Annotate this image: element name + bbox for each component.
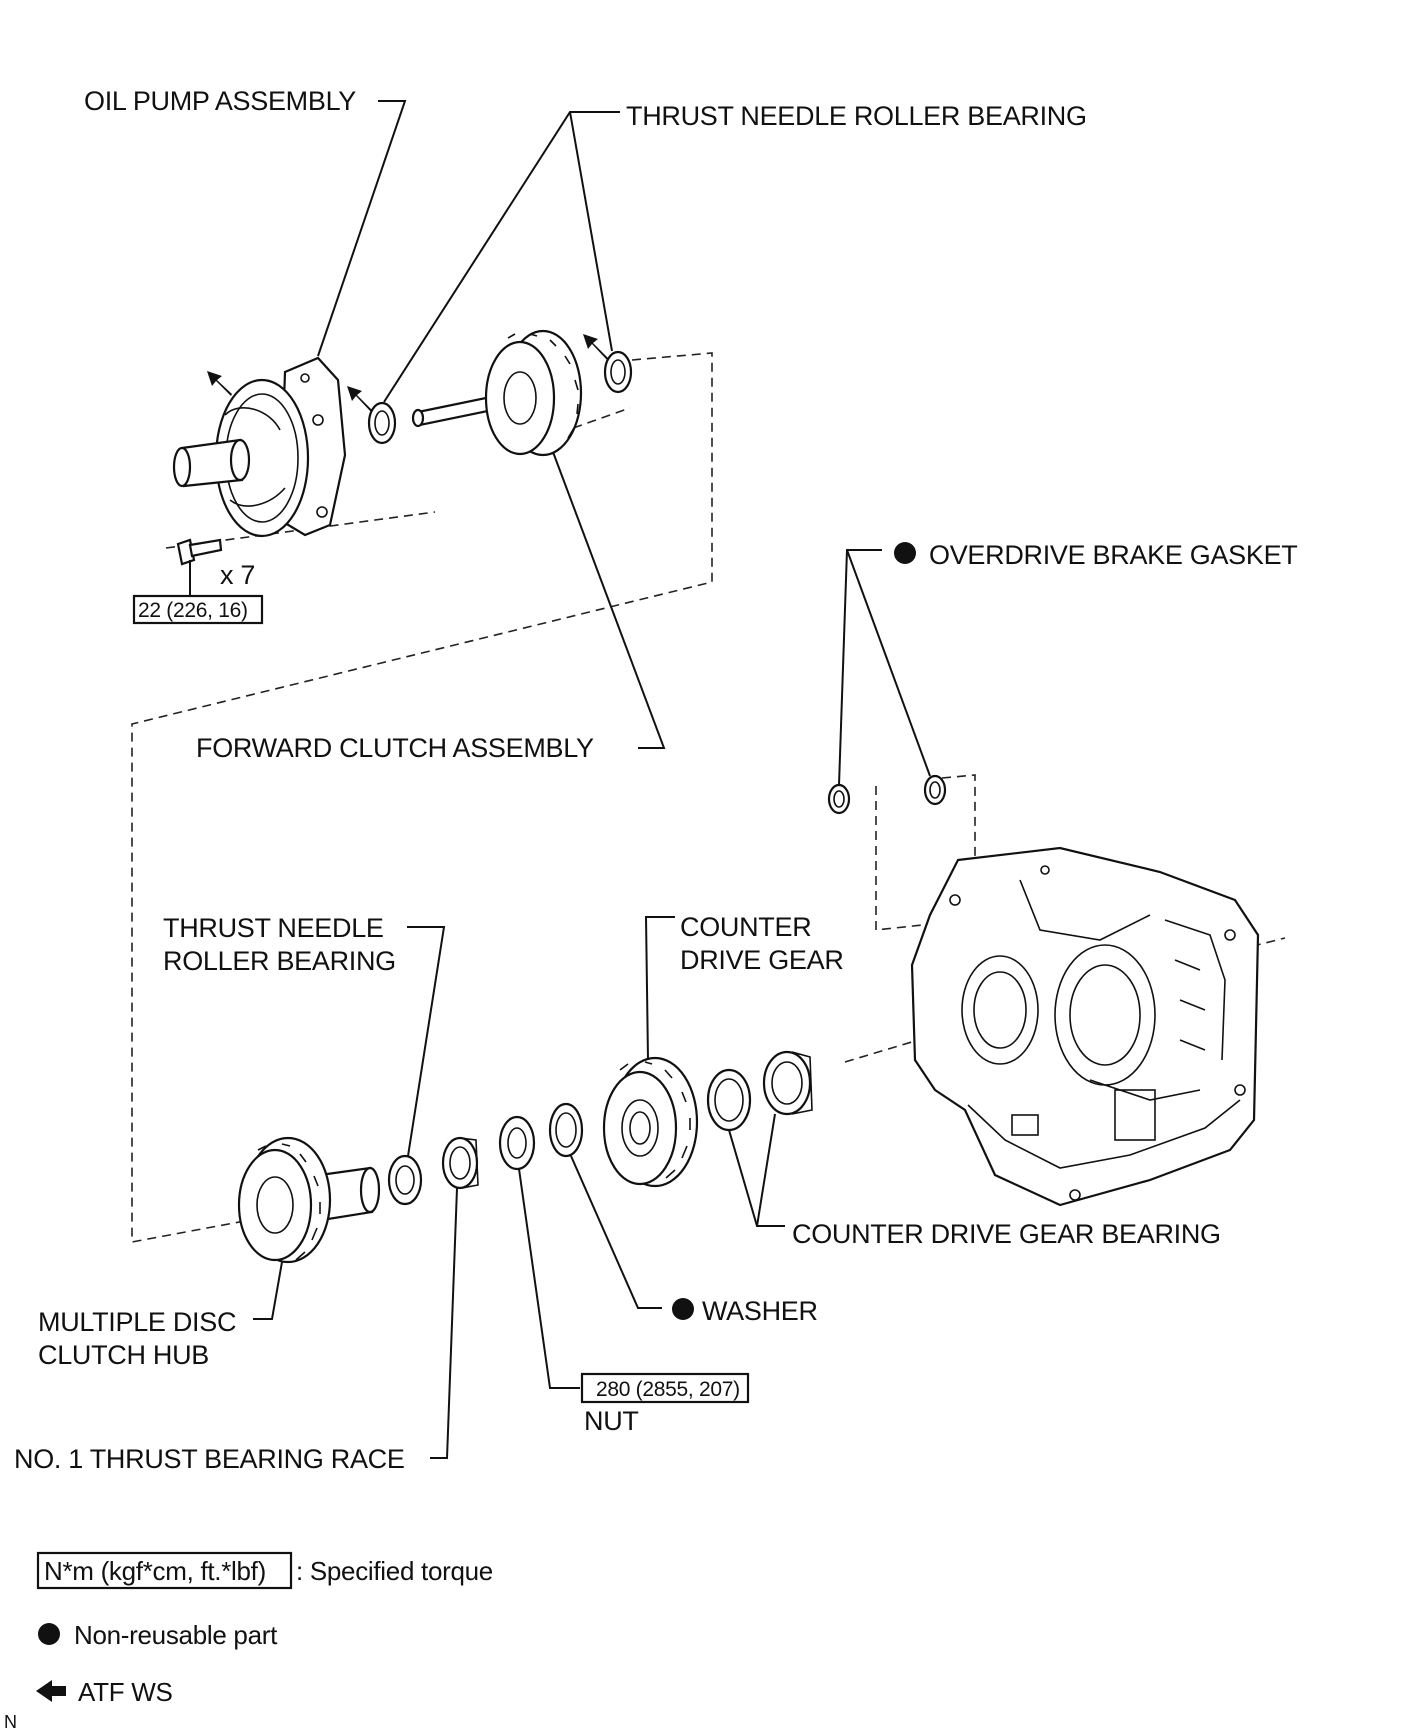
label-washer: WASHER (702, 1296, 818, 1326)
legend-atf-arrow-icon (36, 1680, 66, 1702)
non-reusable-dot-washer (672, 1298, 694, 1320)
non-reusable-dot-gasket (894, 542, 916, 564)
leader-lines (189, 100, 931, 1459)
torque-value-pump-bolt: 22 (226, 16) (138, 599, 248, 622)
overdrive-brake-gasket-1 (827, 783, 851, 815)
legend-atf: ATF WS (36, 1677, 173, 1707)
legend-non-reusable-dot (38, 1623, 60, 1645)
label-multiple-disc-line2: CLUTCH HUB (38, 1340, 209, 1370)
atf-arrow-bearing-1 (347, 386, 372, 412)
label-multiple-disc-line1: MULTIPLE DISC (38, 1307, 236, 1337)
label-bolt-count: x 7 (220, 560, 255, 590)
label-counter-drive-gear-bearing: COUNTER DRIVE GEAR BEARING (792, 1219, 1221, 1249)
forward-clutch-assembly (411, 329, 583, 457)
torque-box-pump-bolt: 22 (226, 16) (132, 594, 264, 625)
thrust-needle-roller-bearing-top-1 (367, 401, 397, 445)
torque-box-nut: 280 (2855, 207) (580, 1372, 750, 1404)
label-no1-thrust-bearing-race: NO. 1 THRUST BEARING RACE (14, 1444, 405, 1474)
no1-thrust-bearing-race (441, 1136, 479, 1190)
legend-atf-text: ATF WS (78, 1677, 172, 1707)
overdrive-brake-gasket-2 (923, 774, 947, 806)
label-thrust-needle-line1: THRUST NEEDLE (163, 913, 384, 943)
torque-value-nut: 280 (2855, 207) (596, 1378, 740, 1401)
legend-torque-text: : Specified torque (296, 1556, 493, 1586)
label-overdrive-brake-gasket: OVERDRIVE BRAKE GASKET (929, 540, 1298, 570)
label-forward-clutch-assembly: FORWARD CLUTCH ASSEMBLY (196, 733, 594, 763)
legend-non-reusable-text: Non-reusable part (74, 1620, 278, 1650)
washer (548, 1102, 584, 1158)
legend-torque-unit: N*m (kgf*cm, ft.*lbf) (44, 1556, 266, 1586)
legend: N*m (kgf*cm, ft.*lbf) : Specified torque… (36, 1551, 493, 1707)
oil-pump-assembly (172, 356, 347, 538)
label-thrust-needle-roller-bearing-top: THRUST NEEDLE ROLLER BEARING (626, 101, 1087, 131)
corner-mark: N (4, 1712, 17, 1732)
thrust-needle-roller-bearing-lower (387, 1154, 423, 1206)
label-oil-pump-assembly: OIL PUMP ASSEMBLY (84, 86, 356, 116)
counter-drive-gear-bearing (706, 1050, 813, 1132)
label-counter-line1: COUNTER (680, 912, 811, 942)
thrust-needle-roller-bearing-top-2 (603, 350, 633, 394)
legend-torque: N*m (kgf*cm, ft.*lbf) : Specified torque (36, 1551, 493, 1590)
label-nut: NUT (584, 1406, 639, 1436)
atf-arrow-bearing-2 (583, 334, 608, 360)
legend-non-reusable: Non-reusable part (38, 1620, 278, 1650)
label-counter-line2: DRIVE GEAR (680, 945, 844, 975)
counter-drive-gear (602, 1056, 699, 1188)
nut (498, 1115, 536, 1171)
multiple-disc-clutch-hub (237, 1136, 381, 1264)
label-thrust-needle-line2: ROLLER BEARING (163, 946, 396, 976)
transaxle-case (910, 846, 1260, 1207)
atf-arrow-pump (207, 371, 232, 396)
pump-bolt (176, 538, 223, 566)
